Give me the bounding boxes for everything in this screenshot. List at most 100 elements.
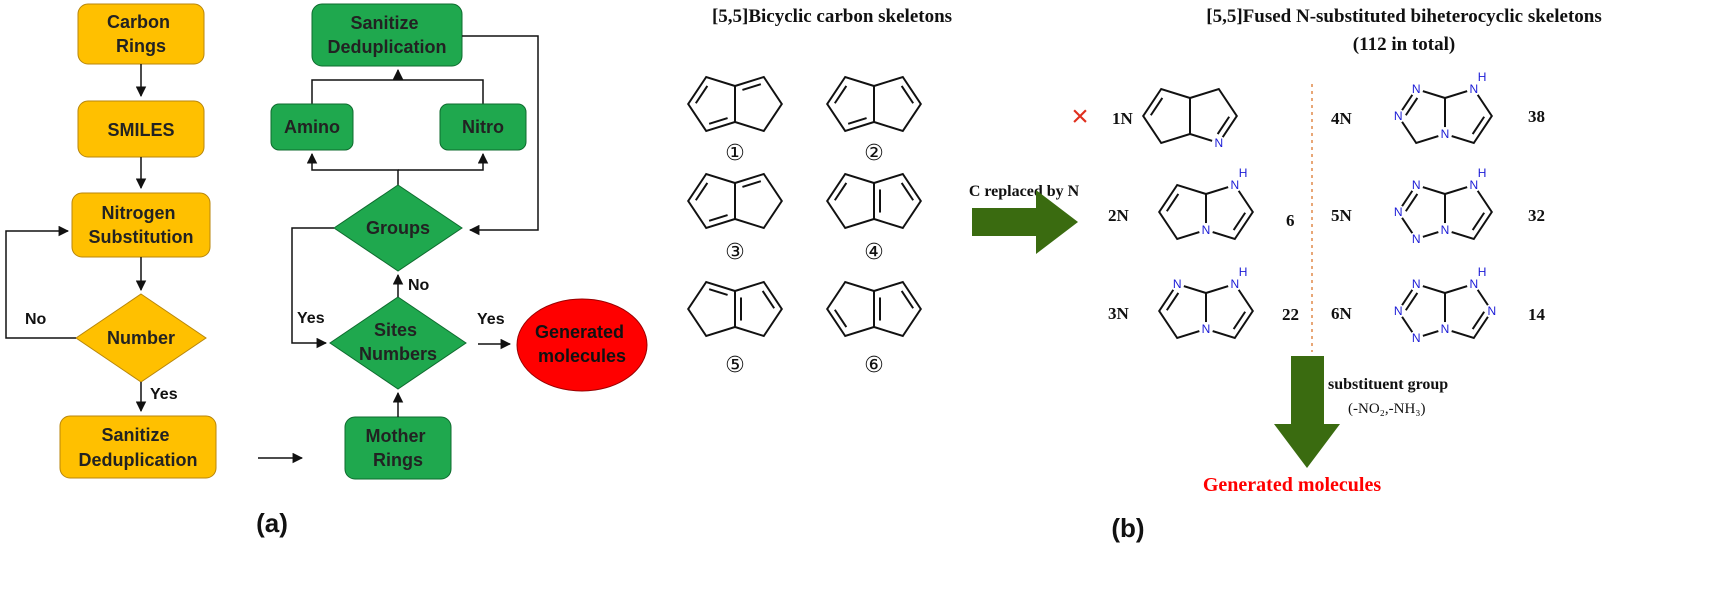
heterocycle-2-right-ring: [1205, 183, 1255, 241]
heterocycle-5-left-ring: [1396, 183, 1446, 241]
heterocycle-6-n-atom-0: N: [1412, 277, 1421, 291]
right-sanitize-box: [311, 3, 463, 67]
heterocycle-1-left-ring: [1141, 87, 1191, 145]
sites-numbers-diamond: [329, 296, 467, 390]
heterocycle-5-h-atom: H: [1478, 166, 1487, 180]
right-sanitize-line2: Deduplication: [327, 37, 446, 57]
nitrogen-line2: Substitution: [89, 227, 194, 247]
heterocycle-6-double-a: [1404, 292, 1419, 311]
left-no-label: No: [25, 311, 47, 328]
heterocycle-6-n-atom-2: N: [1412, 331, 1421, 345]
skeleton-2-double-0: [833, 85, 848, 104]
skeleton-3-right-ring: [734, 172, 784, 230]
skeleton-5-double-1: [761, 290, 776, 309]
skeleton-3-double-0: [694, 182, 709, 201]
arrow-groups-to-amino: [306, 152, 399, 185]
reject-mark: ×: [1071, 100, 1089, 133]
heterocycle-2-n-atom-0: N: [1202, 223, 1211, 237]
carbon-skeleton-numbers: ① ② ③ ④ ⑤ ⑥: [725, 140, 884, 377]
amino-box: [270, 103, 354, 151]
heterocycle-2-h-atom: H: [1239, 166, 1248, 180]
skeleton-2-double-2: [900, 85, 915, 104]
skeleton-number-5: ⑤: [725, 352, 745, 377]
heterocycle-3-h-atom: H: [1239, 265, 1248, 279]
heterocycle-3-right-ring: [1205, 282, 1255, 340]
skeleton-4-right-ring: [873, 172, 923, 230]
heterocycle-3-n-atom-1: N: [1202, 322, 1211, 336]
groups-diamond: [333, 184, 463, 272]
right-yes-right-label: Yes: [477, 311, 505, 328]
carbon-rings-line2: Rings: [116, 36, 166, 56]
heterocycle-count-3n: 22: [1282, 305, 1299, 324]
arrow-groups-to-nitro: [398, 152, 489, 171]
connector-amino-nitro-top: [311, 79, 484, 104]
left-sanitize-line2: Deduplication: [78, 450, 197, 470]
left-sanitize-line1: Sanitize: [101, 425, 169, 445]
heterocycle-5-n-bg-3: [1438, 223, 1452, 237]
heterocycle-name-5n: 5N: [1331, 206, 1353, 225]
heterocycle-5-n-bg-1: [1391, 205, 1406, 219]
carbon-rings-text: Carbon Rings: [107, 12, 175, 56]
skeleton-6-right-ring: [873, 280, 923, 338]
generated-line1: Generated: [535, 322, 624, 342]
heterocycle-5-double-b: [1471, 212, 1486, 231]
skeleton-1-double-2: [742, 83, 762, 91]
heterocycle-4-double-b: [1471, 116, 1486, 135]
sites-numbers-text: Sites Numbers: [359, 320, 437, 364]
heterocycle-5-n-atom-2: N: [1412, 232, 1421, 246]
heterocycle-4-n-bg-1: [1391, 109, 1406, 123]
heterocycle-count-4n: 38: [1528, 107, 1545, 126]
heterocycle-count-5n: 32: [1528, 206, 1545, 225]
mother-line2: Rings: [373, 450, 423, 470]
heterocycle-4-n-atom-2: N: [1441, 127, 1450, 141]
arrow-sanitize-back-to-groups: [462, 35, 539, 236]
arrow-groups-yes-to-sites: [291, 227, 334, 349]
skeleton-5-right-ring: [734, 280, 784, 338]
generated-molecules-label: Generated molecules: [1203, 474, 1381, 496]
heterocycle-4-n-atom-3: N: [1469, 82, 1478, 96]
heterocycle-3-n-bg-0: [1170, 277, 1185, 291]
heterocycle-4-n-bg-3: [1466, 82, 1481, 96]
left-sanitize-text: Sanitize Deduplication: [78, 425, 197, 470]
skeleton-4-left-ring: [825, 172, 875, 230]
heterocycle-name-2n: 2N: [1108, 206, 1130, 225]
nitrogen-substitution-text: Nitrogen Substitution: [89, 203, 194, 247]
nitro-box: [439, 103, 527, 151]
heterocycle-1-n-atom-0: N: [1214, 136, 1223, 150]
heterocycle-5-double-a: [1404, 193, 1419, 212]
skeleton-4-double-0: [833, 182, 848, 201]
heterocycle-6-left-ring: [1396, 282, 1446, 340]
heterocycle-4-n-bg-0: [1409, 82, 1424, 96]
heterocycle-2-n-bg-1: [1227, 178, 1242, 192]
heterocycle-6-n-atom-1: N: [1394, 304, 1403, 318]
groups-text: Groups: [366, 218, 430, 238]
heterocycle-3-n-bg-1: [1199, 322, 1213, 336]
skeleton-2-right-ring: [873, 75, 923, 133]
fused-heading-line1: [5,5]Fused N-substituted biheterocyclic …: [1206, 6, 1601, 27]
heterocycle-3-double-b: [1232, 311, 1247, 330]
nitro-text: Nitro: [462, 117, 504, 137]
generated-molecules-ellipse: [516, 298, 648, 392]
replace-label: C replaced by N: [969, 183, 1080, 200]
replace-arrow: [972, 190, 1078, 254]
skeleton-6-left-ring: [825, 280, 875, 338]
heterocycle-4-double-a: [1404, 97, 1419, 116]
heterocycle-5-n-bg-0: [1409, 178, 1424, 192]
heterocycle-1-n-bg-0: [1211, 136, 1226, 150]
heterocycle-5-n-bg-4: [1466, 178, 1481, 192]
heterocycle-3-n-bg-2: [1227, 277, 1242, 291]
left-yes-label: Yes: [150, 386, 178, 403]
heterocycle-3-double-a: [1165, 292, 1180, 311]
heterocycle-5-n-atom-0: N: [1412, 178, 1421, 192]
right-no-label: No: [408, 277, 430, 294]
heterocycle-5-right-ring: [1444, 183, 1494, 241]
heterocycle-6-n-atom-4: N: [1469, 277, 1478, 291]
heterocycle-6-n-bg-3: [1438, 322, 1452, 336]
skeleton-6-double-1: [900, 290, 915, 309]
heterocycle-count-6n: 14: [1528, 305, 1546, 324]
heterocycle-4-n-atom-0: N: [1412, 82, 1421, 96]
skeleton-1-double-1: [708, 117, 728, 125]
amino-text: Amino: [284, 117, 340, 137]
heterocycle-3-n-atom-0: N: [1173, 277, 1182, 291]
